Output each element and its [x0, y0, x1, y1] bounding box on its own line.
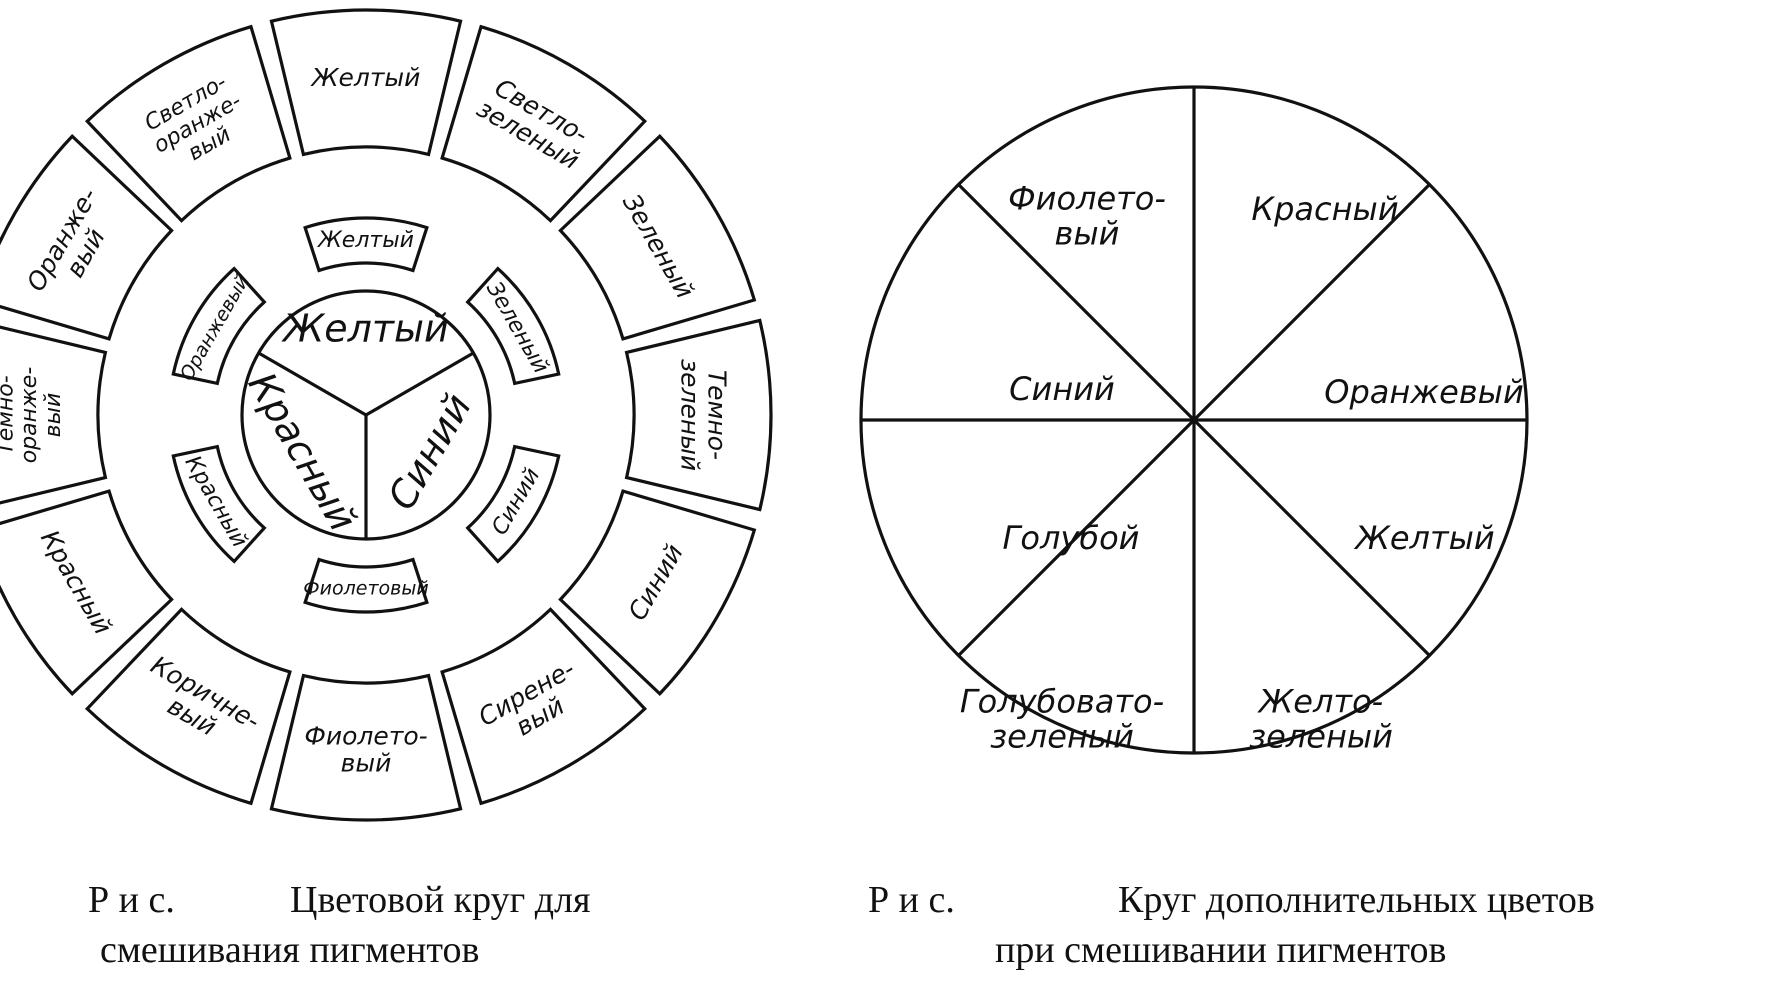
caption-right-prefix: Р и с.	[868, 879, 955, 921]
caption-right: Р и с. Круг дополнительных цветов при см…	[868, 879, 1595, 971]
complementary-sector-label: Желто-зеленый	[1249, 683, 1393, 756]
outer-ring-label-line: вый	[41, 393, 66, 438]
middle-ring-sector	[171, 266, 267, 386]
complementary-sector-label: Синий	[1009, 370, 1115, 408]
primary-color-label: Желтый	[281, 307, 448, 351]
caption-right-line2: при смешивании пигментов	[995, 929, 1446, 971]
outer-ring-sector	[558, 133, 757, 341]
outer-ring-label-line: Фиолето-	[304, 722, 427, 751]
outer-ring-label: Темно-зеленый	[676, 359, 732, 471]
outer-ring-sector	[440, 24, 648, 223]
complementary-sector-label-line: Синий	[1009, 370, 1115, 408]
complementary-sector-label-line: Желтый	[1353, 519, 1494, 557]
complementary-sector-label: Фиолето-вый	[1008, 180, 1166, 253]
caption-right-line1: Круг дополнительных цветов	[1118, 879, 1595, 921]
caption-left-line1: Цветовой круг для	[290, 879, 590, 921]
complementary-sector-label-line: зеленый	[1249, 717, 1393, 755]
outer-ring-label: Фиолето-вый	[304, 722, 427, 778]
outer-ring-sector	[624, 318, 773, 512]
caption-left-line2: смешивания пигментов	[100, 929, 479, 971]
middle-ring-sector	[465, 444, 561, 564]
complementary-sector-label: Голубовато-зеленый	[960, 683, 1164, 756]
caption-left: Р и с. Цветовой круг для смешивания пигм…	[88, 879, 590, 971]
outer-ring-label-line: Темно-	[0, 375, 18, 454]
complementary-sector-label: Голубой	[1003, 519, 1140, 557]
complementary-sector-label: Красный	[1251, 190, 1398, 228]
middle-ring-sector	[465, 266, 561, 386]
complementary-sector-label: Оранжевый	[1324, 373, 1523, 411]
outer-ring-sector	[558, 489, 757, 697]
complementary-sector-label-line: зеленый	[990, 717, 1134, 755]
outer-ring-sector	[0, 133, 174, 341]
outer-ring-label-line: зеленый	[676, 359, 705, 471]
complementary-sector-label: Желтый	[1353, 519, 1494, 557]
middle-ring-sector	[303, 557, 429, 614]
outer-ring-sector	[0, 325, 108, 505]
middle-ring-label: Фиолетовый	[303, 578, 428, 600]
complementary-sector-label-line: Красный	[1251, 190, 1398, 228]
caption-left-prefix: Р и с.	[88, 879, 175, 921]
inner-divider	[365, 351, 475, 417]
outer-ring-sector	[84, 607, 292, 806]
outer-ring-label-line: Желтый	[310, 63, 421, 92]
middle-ring-sector	[171, 444, 267, 564]
outer-ring-sector	[269, 673, 463, 822]
complementary-sector-label-line: Голубовато-	[960, 683, 1164, 721]
sector-divider	[957, 183, 1431, 657]
outer-ring-sector	[84, 24, 292, 223]
outer-ring-label-line: Темно-	[703, 370, 732, 460]
outer-ring-label-line: оранже-	[17, 367, 42, 464]
outer-ring-label-line: вый	[341, 749, 392, 778]
complementary-sector-label-line: Оранжевый	[1324, 373, 1523, 411]
middle-ring-label: Желтый	[316, 228, 414, 253]
outer-ring-sector	[440, 607, 648, 806]
complementary-sector-label-line: вый	[1055, 214, 1120, 252]
inner-divider	[257, 351, 367, 417]
complementary-color-circle: КрасныйОранжевыйЖелтыйЖелто-зеленыйГолуб…	[859, 85, 1529, 756]
middle-ring-sector	[303, 216, 429, 273]
outer-ring-sector	[0, 489, 174, 697]
complementary-sector-label-line: Желто-	[1257, 683, 1383, 721]
outer-ring-label: Желтый	[310, 63, 421, 92]
complementary-sector-label-line: Фиолето-	[1008, 180, 1166, 218]
outer-ring-label: Темно-оранже-вый	[0, 367, 66, 464]
complementary-sector-label-line: Голубой	[1003, 519, 1140, 557]
outer-ring-sector	[269, 8, 463, 157]
